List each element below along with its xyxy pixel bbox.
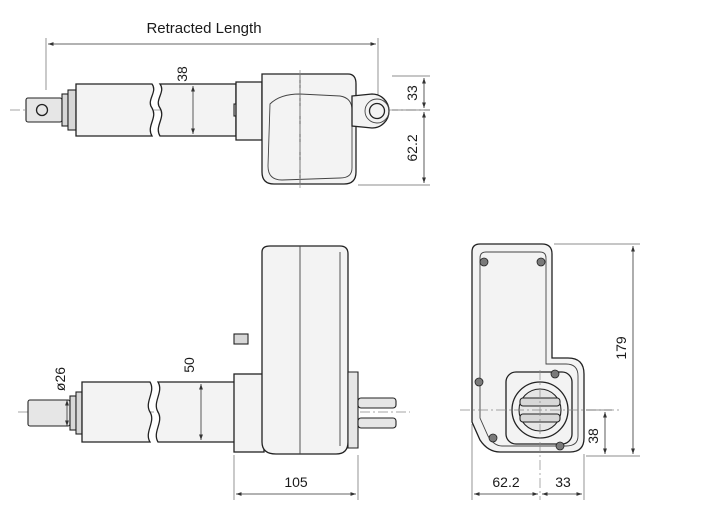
top-motor-housing <box>233 70 357 188</box>
retracted-length-label: Retracted Length <box>146 20 261 37</box>
side-dim-dia-26: ø26 <box>52 367 68 391</box>
side-dim-105: 105 <box>284 474 308 490</box>
side-view: ø26 50 105 <box>18 245 410 500</box>
top-dim-38: 38 <box>174 66 190 82</box>
end-dim-62-2: 62.2 <box>492 474 519 490</box>
side-tube <box>81 381 237 443</box>
top-rod-end <box>25 89 77 131</box>
top-dim-33: 33 <box>404 85 420 101</box>
side-rod-end <box>27 391 83 435</box>
end-dim-179: 179 <box>613 336 629 360</box>
end-dim-33: 33 <box>555 474 571 490</box>
top-clevis <box>351 93 390 129</box>
end-screws <box>474 257 565 451</box>
side-motor-housing <box>233 245 359 455</box>
end-housing <box>471 243 585 453</box>
top-view: Retracted Length 38 <box>10 20 430 188</box>
end-dim-38: 38 <box>585 428 601 444</box>
top-tube <box>75 83 237 137</box>
side-dim-50: 50 <box>181 357 197 373</box>
side-clevis <box>357 397 397 429</box>
end-view: 179 38 62.2 33 <box>460 243 640 500</box>
top-dim-62-2: 62.2 <box>404 134 420 161</box>
